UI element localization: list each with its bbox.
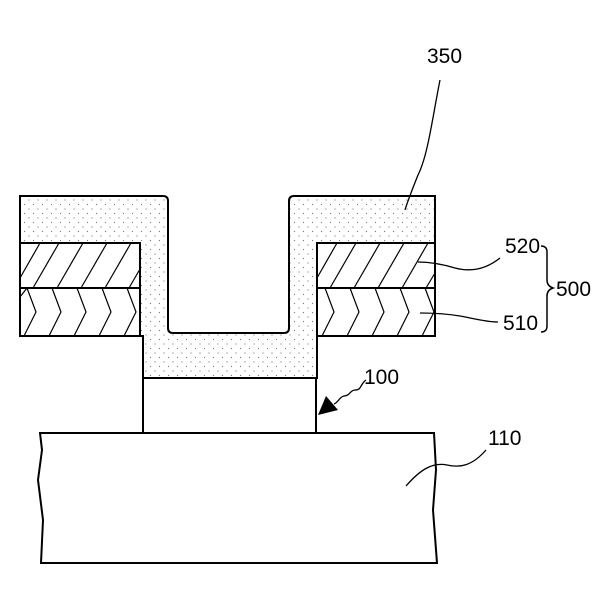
leader-350: [405, 80, 440, 210]
label-110: 110: [488, 427, 521, 450]
layer-520-left: [20, 243, 140, 288]
label-500: 500: [556, 278, 591, 301]
pattern-100: [143, 378, 316, 433]
label-350: 350: [427, 45, 462, 68]
layer-510-left: [20, 288, 140, 336]
arrowhead-100: [318, 396, 338, 415]
label-510: 510: [503, 312, 538, 335]
leader-100: [334, 380, 366, 404]
label-520: 520: [505, 235, 540, 258]
substrate-110: [38, 433, 437, 563]
label-100: 100: [364, 366, 399, 389]
layer-520-right: [317, 243, 435, 288]
layer-510-right: [317, 288, 435, 336]
brace-500: [541, 246, 553, 332]
